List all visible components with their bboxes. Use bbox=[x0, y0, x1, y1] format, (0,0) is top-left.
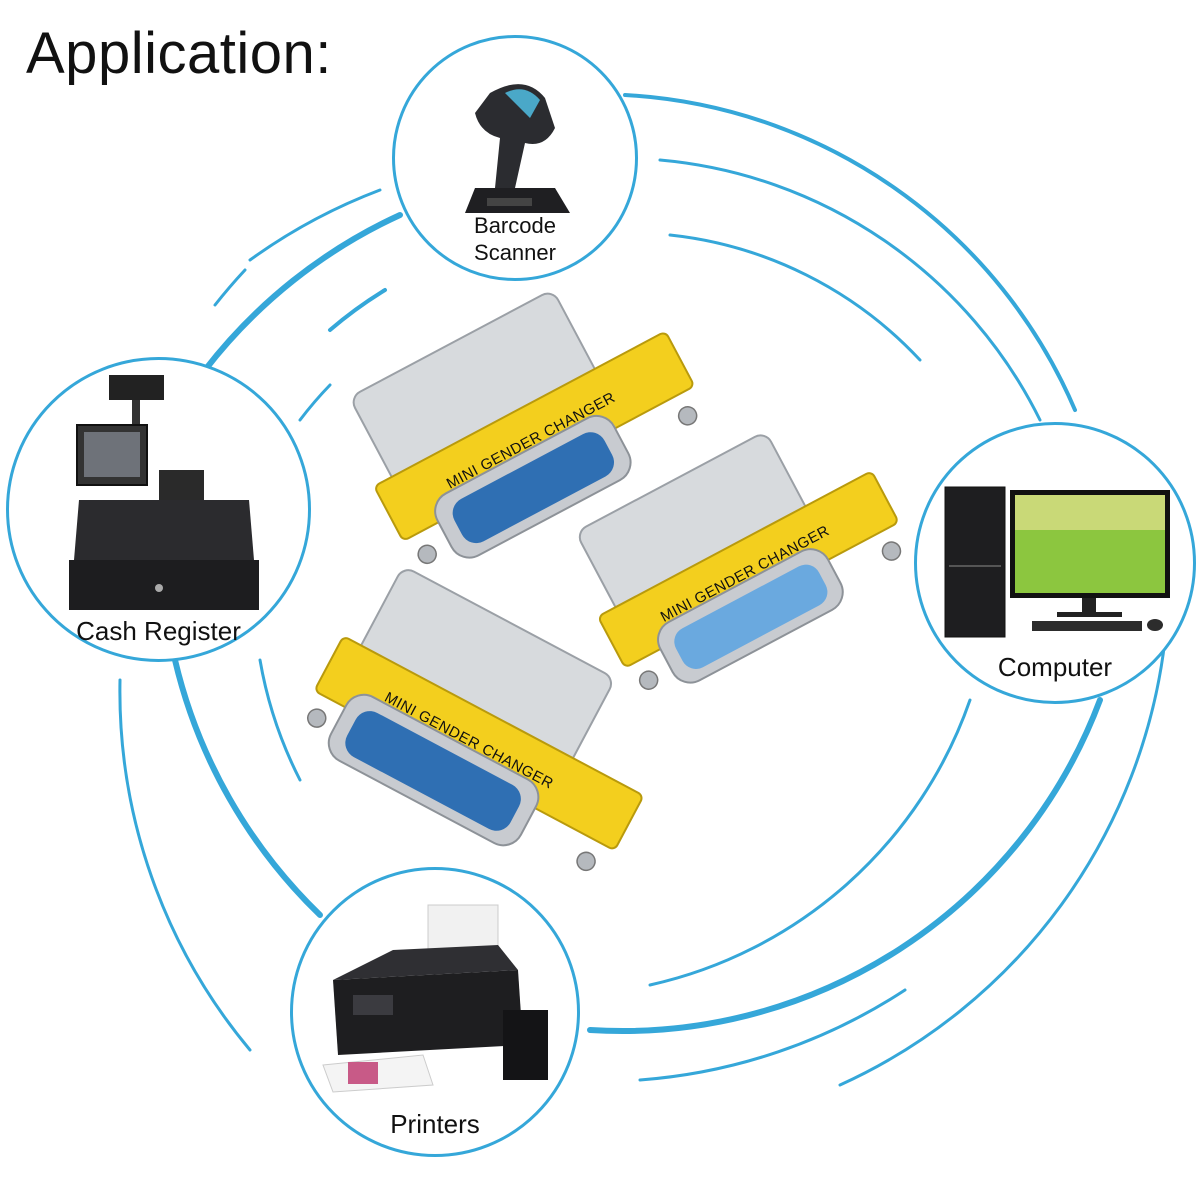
ring-arc bbox=[202, 212, 403, 373]
ring-arc bbox=[668, 233, 922, 362]
gender-changer-adapter: MINI GENDER CHANGER bbox=[307, 569, 643, 872]
node-label: Cash Register bbox=[76, 616, 241, 646]
ring-arc bbox=[658, 158, 1042, 422]
node-printer: Printers bbox=[290, 867, 580, 1157]
cash-register-icon bbox=[69, 375, 259, 610]
node-label: Barcode Scanner bbox=[395, 212, 635, 266]
ring-arc bbox=[623, 93, 1077, 412]
ring-arc bbox=[298, 383, 332, 422]
ring-arc bbox=[328, 288, 387, 332]
ring-arc bbox=[118, 678, 252, 1052]
ring-arc bbox=[248, 188, 382, 262]
page-title: Application: bbox=[26, 21, 332, 86]
gender-changer-adapter: MINI GENDER CHANGER bbox=[352, 292, 698, 565]
desktop-computer-icon bbox=[944, 486, 1170, 638]
ring-arc bbox=[587, 697, 1103, 1035]
ring-arc bbox=[638, 988, 907, 1082]
node-label-line: Barcode bbox=[474, 213, 556, 238]
ring-arc bbox=[172, 657, 323, 918]
node-computer: Computer bbox=[914, 422, 1196, 704]
gender-changer-adapter: MINI GENDER CHANGER bbox=[578, 434, 902, 690]
node-label-line: Scanner bbox=[474, 240, 556, 265]
ring-arc bbox=[213, 268, 247, 307]
node-label: Printers bbox=[390, 1109, 480, 1139]
ring-arc bbox=[258, 658, 302, 782]
printer-icon bbox=[322, 904, 548, 1093]
node-barcode-scanner: Barcode Scanner bbox=[392, 35, 638, 281]
node-cash-register: Cash Register bbox=[6, 357, 311, 662]
barcode-scanner-icon bbox=[465, 84, 570, 213]
ring-arc bbox=[648, 698, 972, 987]
node-label: Computer bbox=[997, 652, 1113, 682]
ring-arc bbox=[838, 638, 1167, 1087]
